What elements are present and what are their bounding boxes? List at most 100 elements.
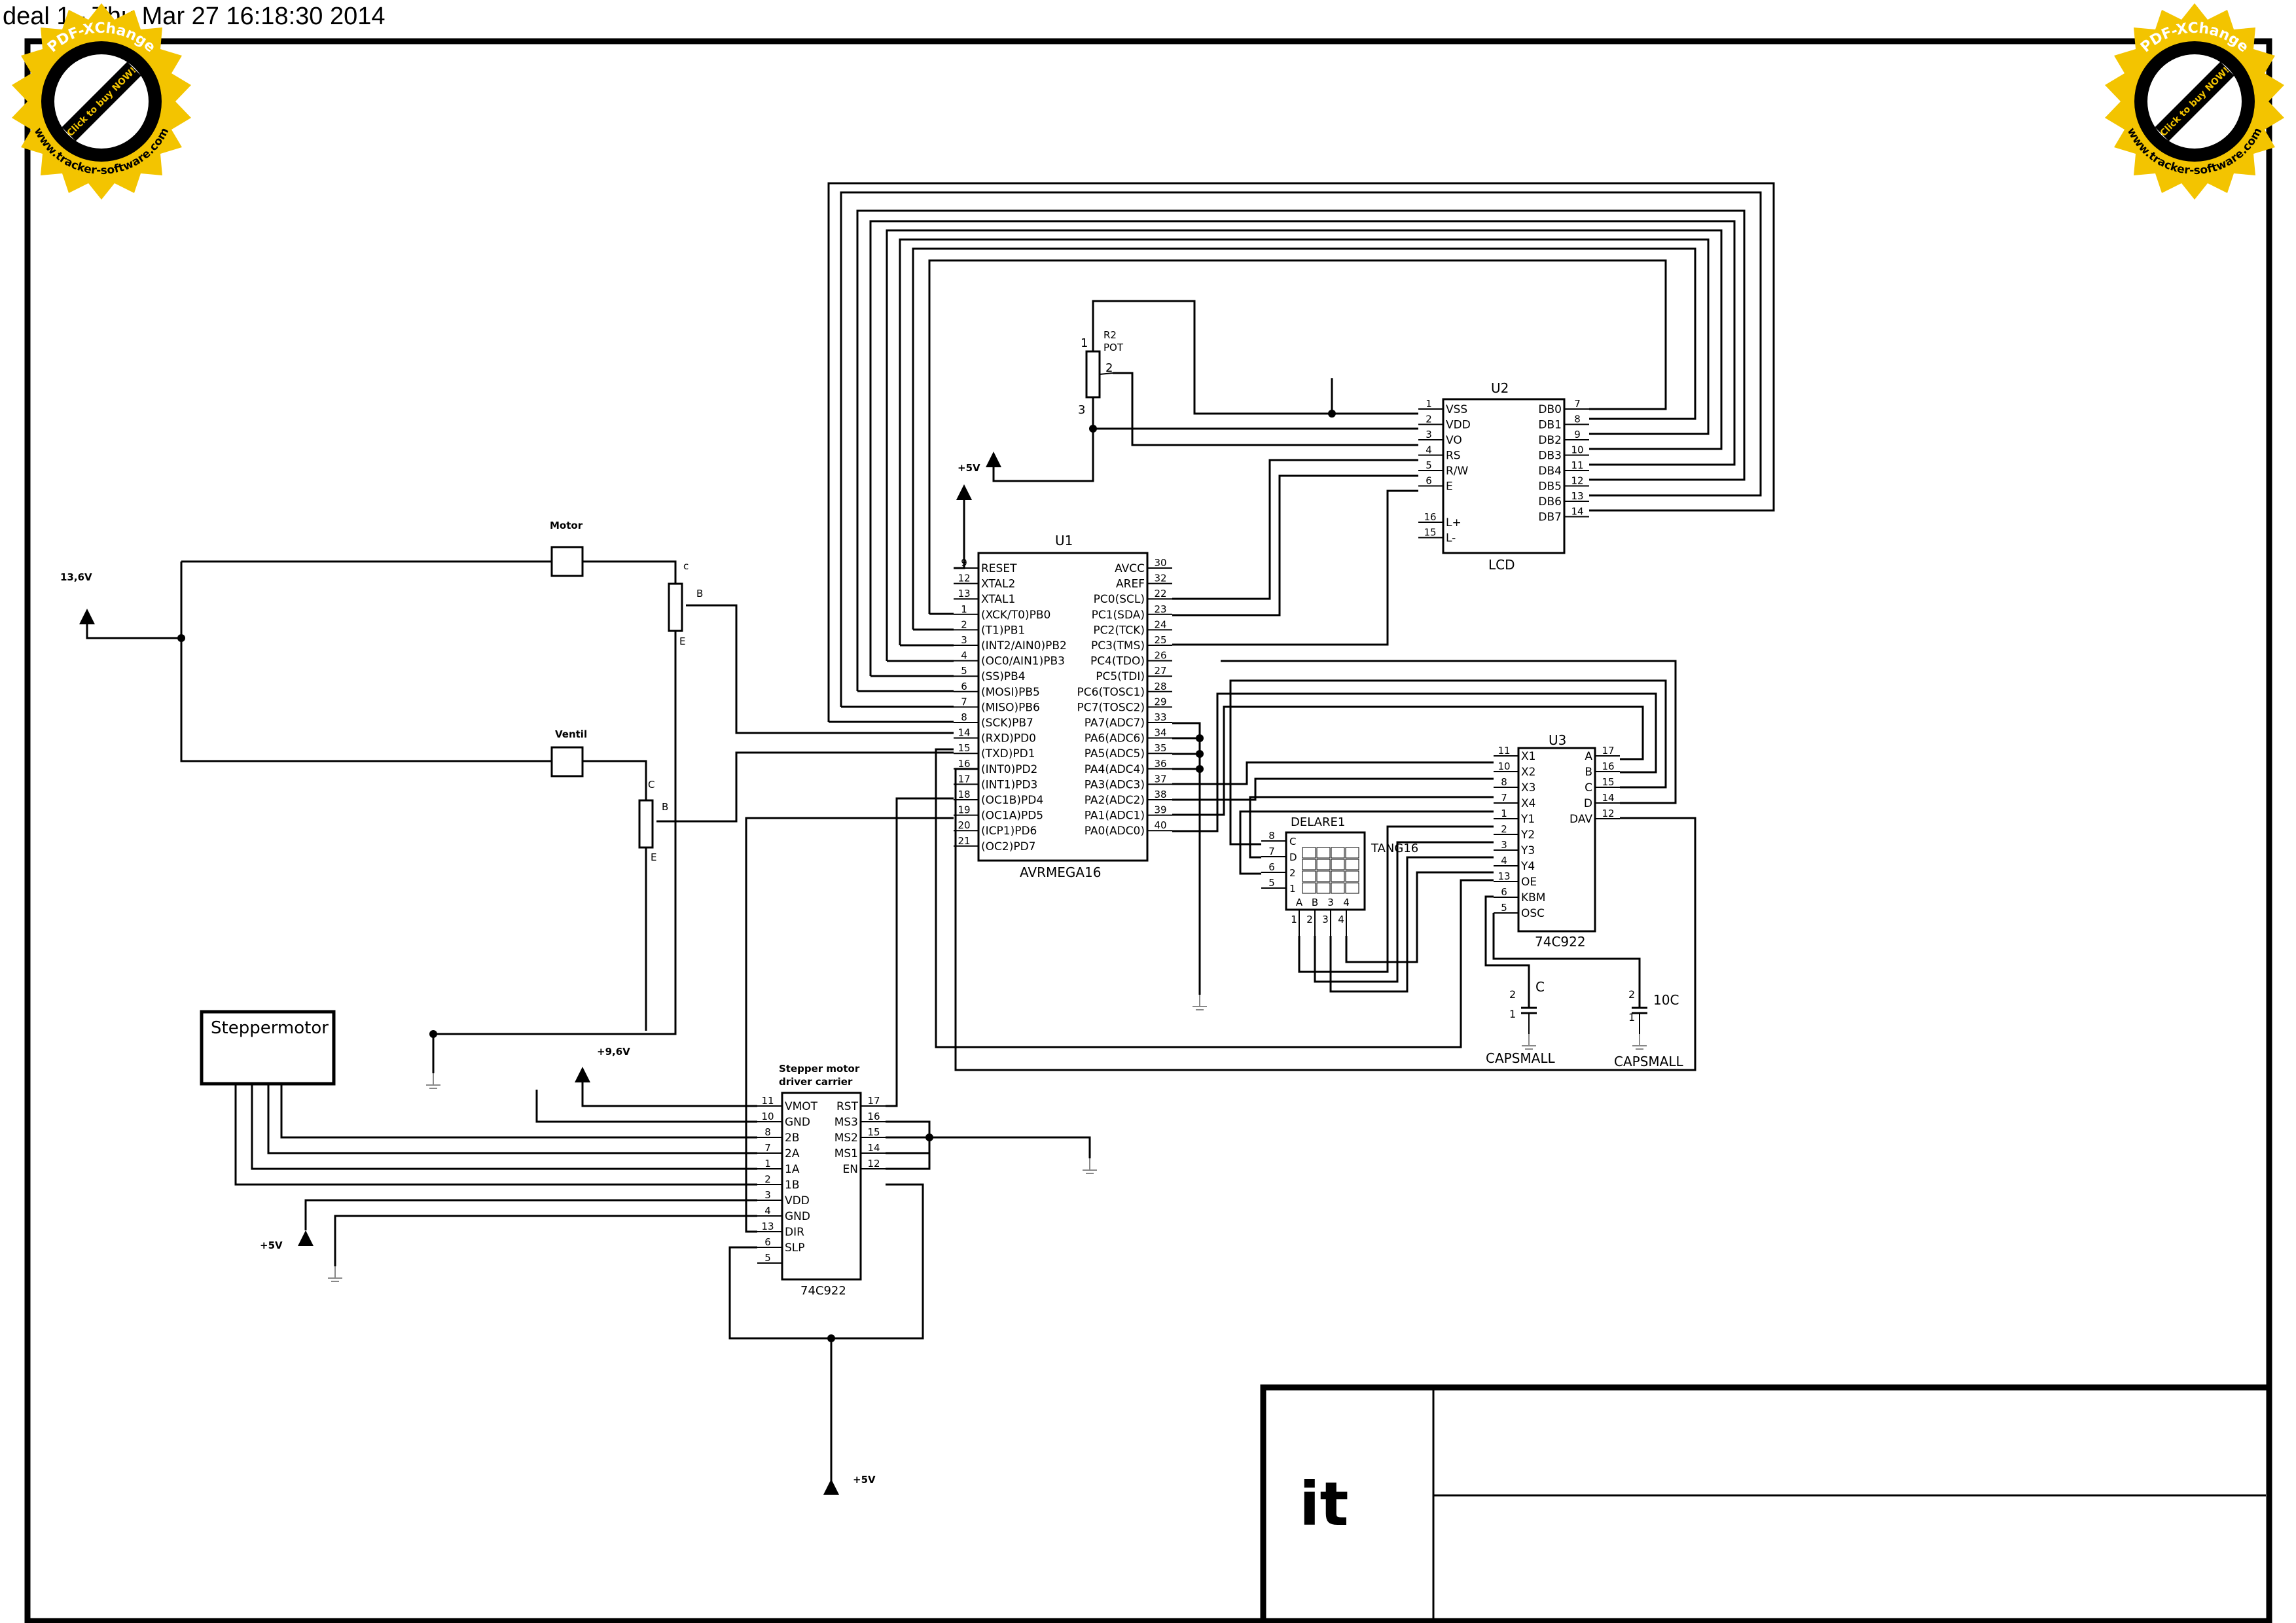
wire — [334, 1215, 757, 1266]
wire — [1113, 372, 1418, 446]
driver-pin-number: 7 — [764, 1142, 771, 1154]
junction-dot — [429, 1030, 437, 1038]
cap2-name: CAPSMALL — [1614, 1054, 1683, 1069]
wire — [1492, 913, 1641, 1008]
wire — [1172, 761, 1494, 785]
u3-name: 74C922 — [1535, 934, 1586, 950]
r2-pin2: 2 — [1105, 361, 1113, 375]
u2-pin-name: DB1 — [1538, 419, 1562, 432]
u2-pin-number: 2 — [1426, 414, 1432, 425]
keypad-key — [1345, 882, 1359, 894]
pot1-e-label: E — [679, 635, 685, 647]
wire — [886, 1120, 931, 1170]
driver-pin-number: 14 — [867, 1142, 880, 1154]
u3-body — [1517, 747, 1596, 933]
supply-5v-bottom-label: +5V — [853, 1474, 876, 1486]
u1-pin-number: 30 — [1154, 557, 1166, 569]
driver-pin-name: 2A — [785, 1147, 800, 1160]
wire — [583, 560, 677, 584]
u1-pin-number: 3 — [961, 634, 967, 646]
junction-dot — [1196, 750, 1204, 758]
u1-pin-number: 40 — [1154, 819, 1166, 831]
wire — [304, 1199, 757, 1230]
cap1-ref: C — [1535, 979, 1545, 995]
keypad-key — [1331, 847, 1345, 859]
keypad-pin-number: 3 — [1322, 914, 1329, 925]
supply-arrow-up — [956, 484, 972, 500]
u1-pin-number: 33 — [1154, 711, 1166, 723]
wire — [912, 247, 1696, 630]
wire — [886, 797, 954, 1107]
title-block: it — [1260, 1384, 2272, 1623]
keypad-pin-number: 4 — [1338, 914, 1344, 925]
u1-pin-name: RESET — [981, 562, 1017, 575]
u1-pin-name: (ICP1)PD6 — [981, 825, 1037, 838]
u1-pin-name: XTAL1 — [981, 593, 1015, 606]
wire — [656, 751, 954, 823]
u1-pin-number: 5 — [961, 665, 967, 677]
junction-dot — [1196, 765, 1204, 773]
wire — [745, 817, 954, 1233]
keypad-key — [1345, 859, 1359, 870]
u3-pin-name: X1 — [1521, 750, 1535, 763]
u1-pin-name: (SS)PB4 — [981, 670, 1026, 683]
wire — [1172, 722, 1201, 995]
u1-pin-number: 23 — [1154, 603, 1166, 615]
junction-dot — [827, 1334, 835, 1342]
steppermotor-label: Steppermotor — [211, 1018, 329, 1038]
u3-pin-number: 13 — [1498, 870, 1510, 882]
wire — [728, 1183, 924, 1340]
wire — [686, 604, 954, 734]
wire — [856, 209, 1746, 691]
u1-pin-number: 25 — [1154, 634, 1166, 646]
pot1-body — [668, 582, 683, 632]
u3-pin-number: 16 — [1602, 760, 1614, 772]
wire — [1172, 705, 1644, 816]
u3-ref: U3 — [1549, 732, 1566, 748]
u3-pin-name: C — [1585, 781, 1592, 794]
pdf-xchange-badge-right[interactable]: PDF-XChange www.tracker-software.com Cli… — [2093, 0, 2296, 203]
u1-pin-name: (XCK/T0)PB0 — [981, 609, 1050, 622]
u1-pin-name: PC6(TOSC1) — [1077, 686, 1145, 699]
wire — [1092, 300, 1418, 415]
keypad-pin-number: 8 — [1268, 830, 1275, 842]
r2-pin3: 3 — [1078, 403, 1085, 417]
u1-pin-name: PA1(ADC1) — [1085, 810, 1145, 823]
u1-pin-name: PC5(TDI) — [1096, 670, 1145, 683]
u3-pin-number: 14 — [1602, 792, 1614, 804]
wire — [1314, 841, 1494, 983]
wire — [840, 191, 1762, 707]
u3-pin-name: KBM — [1521, 891, 1545, 904]
cap1-pin1: 1 — [1509, 1008, 1516, 1020]
wire — [1229, 679, 1667, 846]
wires — [86, 182, 1775, 1492]
wire — [1239, 810, 1494, 875]
u1-name: AVRMEGA16 — [1020, 865, 1102, 880]
u2-pin-name: DB2 — [1538, 434, 1562, 447]
u3-pin-name: X2 — [1521, 766, 1535, 779]
u1-pin-name: (OC0/AIN1)PB3 — [981, 655, 1065, 668]
driver-title-line2: driver carrier — [779, 1076, 853, 1088]
u1-pin-name: XTAL2 — [981, 578, 1015, 591]
u1-pin-number: 6 — [961, 681, 967, 692]
u3-pin-number: 10 — [1498, 760, 1510, 772]
cap2-ref: 10C — [1653, 992, 1679, 1008]
u1-pin-name: PC3(TMS) — [1091, 639, 1145, 652]
u2-pin-number: 1 — [1426, 398, 1432, 410]
supply-5v-driver-label: +5V — [260, 1240, 283, 1251]
u1-pin-number: 1 — [961, 603, 967, 615]
pdf-xchange-badge-left[interactable]: PDF-XChange www.tracker-software.com Cli… — [0, 0, 203, 203]
cap2-pin1: 1 — [1628, 1011, 1635, 1024]
u2-pin-name: L- — [1446, 532, 1456, 545]
junction-dot — [925, 1133, 933, 1141]
u2-pin-name: DB0 — [1538, 403, 1562, 416]
driver-pin-name: 2B — [785, 1132, 799, 1145]
u3-pin-name: Y1 — [1520, 813, 1535, 826]
u2-pin-name: DB3 — [1538, 450, 1562, 463]
driver-pin-number: 4 — [764, 1205, 771, 1217]
u3-pin-name: A — [1585, 750, 1592, 763]
supply-arrow-up — [575, 1067, 590, 1082]
keypad-key — [1302, 870, 1316, 882]
u1-pin-number: 38 — [1154, 789, 1166, 800]
u1-pin-number: 28 — [1154, 681, 1166, 692]
